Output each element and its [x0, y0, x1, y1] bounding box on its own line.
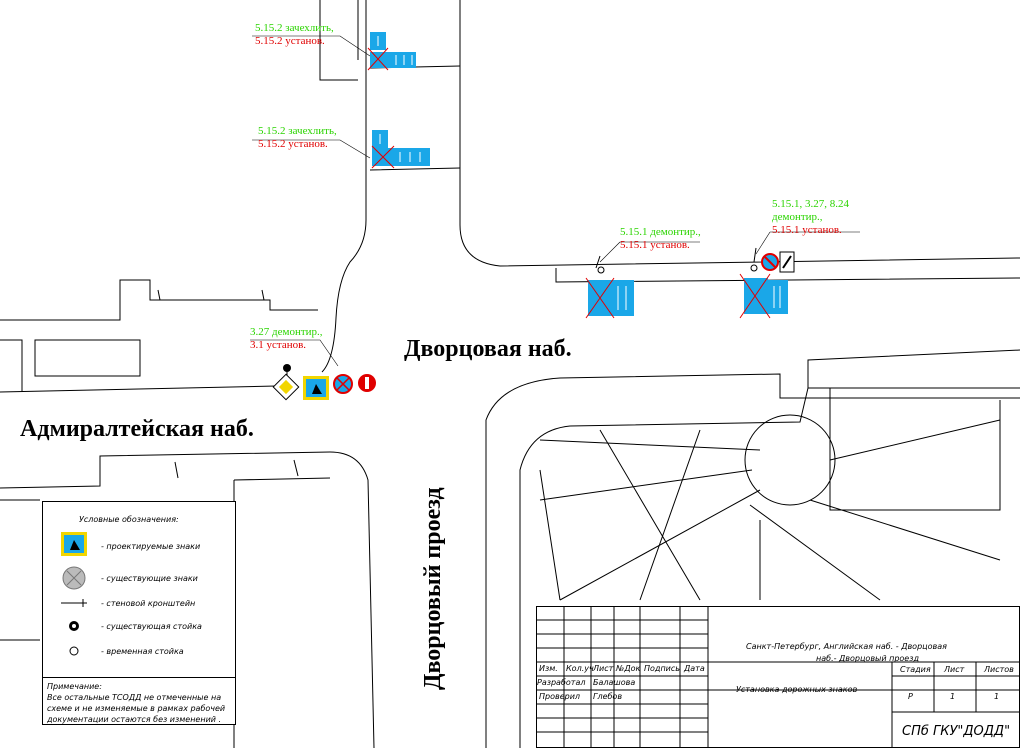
stamp-header: Изм.	[539, 664, 558, 673]
stamp-col-sheet: Лист	[944, 665, 965, 674]
stamp-name: Глебов	[593, 692, 623, 701]
existing-pole	[750, 264, 758, 272]
stamp-stage: Р	[908, 692, 913, 701]
building-outline	[0, 339, 141, 392]
stamp-header: №Док	[616, 664, 641, 673]
sign-group-1	[367, 32, 416, 71]
road-edge	[485, 373, 1020, 748]
note-line: документации остаются без изменений .	[47, 715, 222, 724]
annotation-green: 5.15.1, 3.27, 8.24	[772, 198, 849, 210]
sign-group-3	[585, 277, 634, 319]
legend-symbols	[61, 532, 87, 656]
building-outline	[0, 477, 331, 748]
sign-5-15-1	[744, 278, 768, 314]
annotation-red: 5.15.2 установ.	[255, 35, 325, 47]
legend-title: Условные обозначения:	[79, 515, 179, 524]
road-edge	[321, 0, 367, 373]
stamp-header: Подпись	[644, 664, 680, 673]
note-line: схеме и не изменяемые в рамках рабочей	[47, 704, 226, 713]
garden-outline	[519, 387, 1020, 748]
garden-outline	[807, 349, 1020, 388]
building-outline	[319, 0, 358, 81]
garden-path	[539, 419, 1001, 601]
stamp-role: Разработал	[537, 678, 586, 687]
annotation-green: демонтир.,	[772, 211, 823, 223]
stamp-col-sheets: Листов	[984, 665, 1014, 674]
leader-line	[250, 339, 339, 367]
stamp-project: Санкт-Петербург, Английская наб. - Дворц…	[746, 642, 947, 651]
leader-line	[599, 231, 771, 263]
garden-path	[599, 429, 881, 601]
annotation-green: 5.15.2 зачехлить,	[255, 22, 334, 34]
street-label-admiralteyskaya: Адмиралтейская наб.	[20, 416, 254, 442]
annotation-red: 5.15.1 установ.	[772, 224, 842, 236]
stamp-header: Лист	[593, 664, 614, 673]
stamp-name: Балашова	[593, 678, 636, 687]
annotation-green: 5.15.2 зачехлить,	[258, 125, 337, 137]
legend-item: - проектируемые знаки	[101, 542, 201, 551]
legend-bracket-icon	[61, 599, 87, 607]
legend-panel: Условные обозначения: - проектируемые зн…	[42, 501, 236, 725]
building-outline	[157, 289, 265, 301]
road-edge	[0, 385, 277, 393]
legend-note: Примечание: Все остальные ТСОДД не отмеч…	[43, 677, 235, 728]
stamp-header: Кол.уч	[566, 664, 594, 673]
leader-line	[252, 35, 371, 57]
title-block: Изм. Кол.уч Лист №Док Подпись Дата Разра…	[536, 606, 1020, 748]
sign-5-15-1	[612, 280, 634, 316]
stamp-project: наб.- Дворцовый проезд	[816, 654, 919, 663]
cross-out-mark	[585, 277, 615, 319]
legend-temp-pole-icon	[69, 646, 79, 656]
note-line: Все остальные ТСОДД не отмеченные на	[47, 693, 222, 702]
stamp-header: Дата	[684, 664, 705, 673]
building-outline	[174, 459, 299, 479]
existing-pole	[597, 266, 605, 274]
title-block-grid	[536, 606, 1020, 748]
street-label-dvortsovaya: Дворцовая наб.	[404, 336, 572, 362]
existing-pole	[283, 364, 291, 372]
annotation-green: 3.27 демонтир.,	[250, 326, 323, 338]
stamp-sheets: 1	[994, 692, 1000, 701]
stamp-sheet: 1	[950, 692, 956, 701]
garden-outline	[829, 388, 1001, 511]
annotation-red: 5.15.2 установ.	[258, 138, 328, 150]
sign-group-4	[739, 251, 795, 319]
note-title: Примечание:	[47, 682, 102, 691]
road-edge	[0, 451, 375, 748]
leader-line	[252, 139, 371, 159]
cross-out-mark	[367, 47, 389, 71]
stamp-col-stage: Стадия	[900, 665, 931, 674]
cross-out-mark	[336, 377, 350, 391]
road-edge	[555, 268, 1020, 283]
annotation-red: 3.1 установ.	[250, 339, 307, 351]
fountain	[744, 414, 836, 506]
annotation-green: 5.15.1 демонтир.,	[620, 226, 701, 238]
stamp-work-title: Установка дорожных знаков	[736, 685, 858, 694]
sign-group-2	[371, 130, 430, 169]
street-label-dvortsovy-proezd: Дворцовый проезд	[420, 487, 446, 690]
legend-item: - стеновой кронштейн	[101, 599, 196, 608]
garden-path	[539, 469, 761, 601]
legend-item: - существующие знаки	[101, 574, 198, 583]
legend-item: - существующая стойка	[101, 622, 202, 631]
cross-out-mark	[739, 273, 771, 319]
annotation-red: 5.15.1 установ.	[620, 239, 690, 251]
cross-out-mark	[371, 145, 395, 169]
stamp-org: СПб ГКУ"ДОДД"	[902, 724, 1011, 739]
bracket-line	[595, 247, 757, 269]
legend-item: - временная стойка	[101, 647, 184, 656]
sign-5-15-1	[768, 280, 788, 314]
road-edge	[459, 0, 1020, 267]
road-edge	[0, 279, 318, 321]
sign-5-15-2	[372, 148, 430, 166]
sign-group-5	[272, 373, 376, 401]
stamp-role: Проверил	[539, 692, 581, 701]
